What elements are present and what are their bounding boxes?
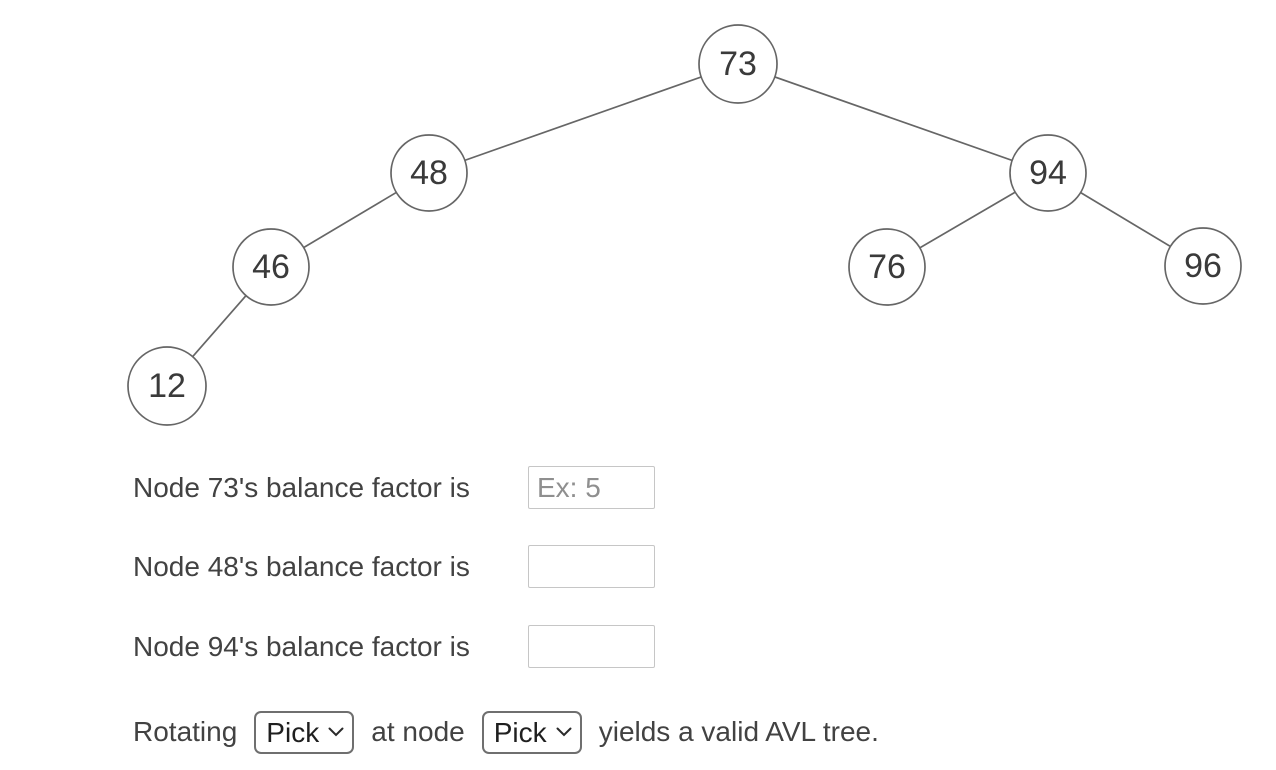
node-value: 48 bbox=[410, 154, 448, 192]
node-value: 76 bbox=[868, 248, 906, 286]
balance-factor-label-73: Node 73's balance factor is bbox=[133, 471, 470, 503]
balance-factor-input-94[interactable] bbox=[528, 625, 655, 668]
question-row-48: Node 48's balance factor is bbox=[133, 545, 655, 588]
node-circle bbox=[1009, 134, 1087, 212]
tree-node-48: 48 bbox=[390, 134, 468, 212]
question-row-94: Node 94's balance factor is bbox=[133, 625, 655, 668]
balance-factor-input-48[interactable] bbox=[528, 545, 655, 588]
rotation-direction-select[interactable]: Pick bbox=[254, 710, 355, 754]
balance-factor-label-94: Node 94's balance factor is bbox=[133, 630, 470, 662]
node-circle bbox=[1164, 227, 1242, 305]
binary-tree-diagram: 73 48 94 46 76 96 12 bbox=[127, 24, 1242, 426]
rotation-node-select-wrap: Pick bbox=[481, 710, 582, 754]
balance-factor-input-73[interactable] bbox=[528, 466, 655, 509]
rotation-prefix-text: Rotating bbox=[133, 716, 238, 747]
node-value: 96 bbox=[1184, 247, 1222, 285]
node-value: 94 bbox=[1029, 154, 1067, 192]
tree-node-46: 46 bbox=[232, 228, 310, 306]
tree-node-76: 76 bbox=[848, 228, 926, 306]
tree-node-73: 73 bbox=[698, 24, 778, 104]
balance-factor-label-48: Node 48's balance factor is bbox=[133, 550, 470, 582]
rotation-suffix-text: yields a valid AVL tree. bbox=[598, 716, 879, 747]
node-circle bbox=[232, 228, 310, 306]
rotation-middle-text: at node bbox=[371, 716, 465, 747]
node-value: 73 bbox=[719, 45, 757, 83]
rotation-question-row: Rotating Pick at node Pick yields a vali… bbox=[133, 710, 879, 754]
rotation-direction-select-wrap: Pick bbox=[254, 710, 355, 754]
node-circle bbox=[848, 228, 926, 306]
node-circle bbox=[127, 346, 207, 426]
node-value: 12 bbox=[148, 367, 186, 405]
tree-node-12: 12 bbox=[127, 346, 207, 426]
node-circle bbox=[698, 24, 778, 104]
tree-node-94: 94 bbox=[1009, 134, 1087, 212]
tree-edge-73-94 bbox=[737, 63, 1049, 174]
node-circle bbox=[390, 134, 468, 212]
node-value: 46 bbox=[252, 248, 290, 286]
tree-edge-73-48 bbox=[428, 63, 739, 174]
tree-node-96: 96 bbox=[1164, 227, 1242, 305]
question-row-73: Node 73's balance factor is bbox=[133, 466, 655, 509]
rotation-node-select[interactable]: Pick bbox=[481, 710, 582, 754]
